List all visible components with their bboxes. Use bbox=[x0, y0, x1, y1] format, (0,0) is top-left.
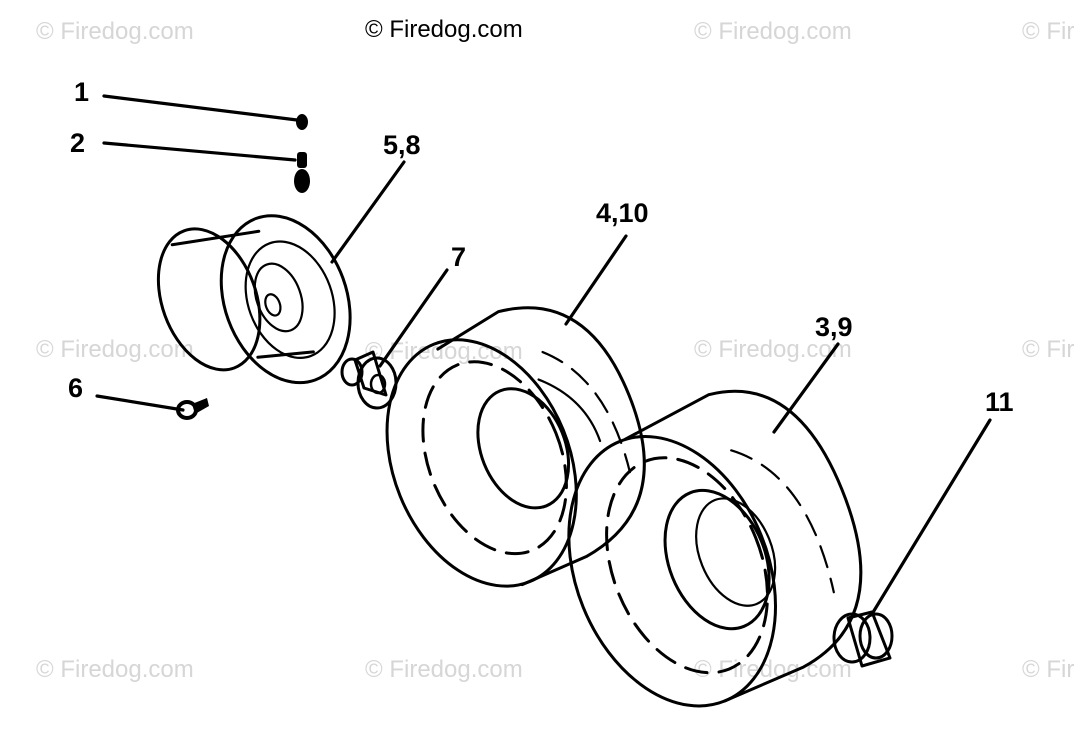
leader-4-10 bbox=[564, 234, 628, 326]
part-1-nut bbox=[296, 114, 308, 130]
callout-3-9: 3,9 bbox=[815, 312, 853, 342]
part-2-valve-stem bbox=[294, 152, 310, 193]
callout-5-8: 5,8 bbox=[383, 130, 421, 160]
part-7-bushing bbox=[340, 350, 398, 410]
part-5-8-rim bbox=[156, 214, 352, 385]
leader-5-8 bbox=[330, 160, 406, 264]
part-6-lug-bolt bbox=[176, 398, 209, 420]
callout-11: 11 bbox=[985, 387, 1014, 417]
leader-2 bbox=[102, 141, 297, 162]
leader-11 bbox=[870, 418, 992, 616]
leader-3-9 bbox=[772, 342, 840, 434]
leader-7 bbox=[378, 268, 449, 368]
leader-lines bbox=[95, 94, 992, 616]
callout-1: 1 bbox=[74, 77, 89, 107]
leader-6 bbox=[95, 394, 185, 412]
callout-4-10: 4,10 bbox=[596, 198, 649, 228]
part-4-10-front-tire bbox=[385, 306, 646, 588]
callout-2: 2 bbox=[70, 128, 85, 158]
part-3-9-rear-tire bbox=[567, 389, 863, 708]
watermark-main: © Firedog.com bbox=[365, 16, 523, 43]
part-11-cap bbox=[832, 610, 894, 668]
callout-7: 7 bbox=[451, 242, 466, 272]
leader-1 bbox=[102, 94, 299, 122]
callout-6: 6 bbox=[68, 373, 83, 403]
